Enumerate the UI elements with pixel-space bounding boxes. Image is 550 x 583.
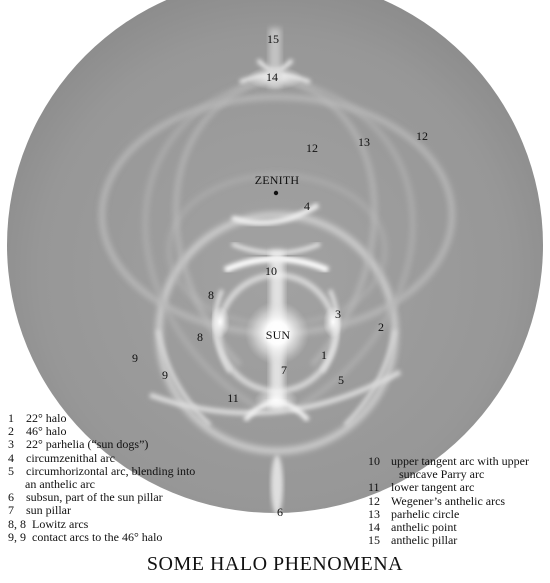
label-circumzenithal-arc-4: 4 (304, 199, 310, 213)
circumzenithal-arc (231, 202, 320, 226)
legend-left: 1 22° halo 2 46° halo 3 22° parhelia (“sun do… (8, 411, 196, 544)
label-contact-arc-9b: 9 (162, 368, 168, 382)
legend-item: 11 lower tangent arc (368, 481, 529, 494)
legend-item: 8, 8 Lowitz arcs (8, 516, 195, 531)
legend-text: 22° halo (26, 411, 67, 425)
lower-tangent-glow (254, 388, 298, 412)
legend-item: 10 upper tangent arc with upper (368, 454, 529, 468)
legend-item: 15 anthelic pillar (368, 534, 529, 547)
legend-text: contact arcs to the 46° halo (32, 529, 163, 544)
legend-key: 6 (8, 490, 14, 505)
contact-arc-right (343, 329, 397, 427)
label-lowitz-arc-8a: 8 (208, 288, 214, 302)
label-sun-pillar-7: 7 (281, 363, 287, 377)
legend-item: 3 22° parhelia (“sun dogs”) (8, 438, 195, 451)
anthelic-pillar (269, 28, 281, 88)
parhelion-left (210, 306, 230, 338)
label-anthelic-pillar-15: 15 (267, 32, 279, 46)
sun-glow (245, 301, 309, 365)
legend-item: 1 22° halo (8, 411, 195, 425)
label-halo-22-1: 1 (321, 348, 327, 362)
parhelion-right (323, 306, 343, 338)
legend-text: anthelic pillar (391, 533, 458, 548)
legend-key: 2 (8, 424, 14, 439)
legend-key: 1 (8, 411, 14, 425)
label-contact-arc-9a: 9 (132, 351, 138, 365)
zenith-label: ZENITH (254, 173, 300, 187)
legend-key: 3 (8, 437, 14, 452)
legend-item: 6 subsun, part of the sun pillar (8, 491, 195, 504)
wegener-arc-left (173, 75, 273, 367)
legend-item: 7 sun pillar (8, 504, 195, 517)
legend-item-continuation: suncave Parry arc (399, 467, 485, 482)
legend-text: circumzenithal arc (26, 450, 115, 465)
legend-key: 12 (368, 493, 380, 508)
label-wegener-arc-12a: 12 (306, 141, 318, 155)
label-parhelion-3: 3 (335, 307, 341, 321)
label-lowitz-arc-8b: 8 (197, 330, 203, 344)
label-wegener-arc-12b: 12 (416, 129, 428, 143)
contact-arc-left (156, 329, 212, 427)
sun-label: SUN (265, 328, 291, 342)
legend-key: 10 (368, 454, 380, 468)
legend-text: Wegener’s anthelic arcs (391, 493, 506, 508)
label-upper-tangent-arc-10: 10 (265, 264, 277, 278)
legend-text: 46° halo (26, 424, 67, 439)
legend-key: 8, 8 (8, 516, 26, 531)
label-lower-tangent-arc-11: 11 (227, 391, 239, 405)
legend-text: 22° parhelia (“sun dogs”) (26, 437, 149, 452)
label-halo-46-2: 2 (378, 320, 384, 334)
figure-title: SOME HALO PHENOMENA (146, 553, 404, 575)
legend-key: 4 (8, 450, 14, 465)
legend-item: 13 parhelic circle (368, 506, 529, 521)
legend-key: 13 (368, 506, 380, 521)
legend-text: Lowitz arcs (32, 516, 89, 531)
legend-text: circumhorizontal arc, blending into (26, 463, 196, 478)
legend-key: 15 (368, 533, 380, 548)
legend-text: upper tangent arc with upper (391, 454, 529, 468)
subsun (271, 455, 283, 515)
legend-key: 14 (368, 520, 380, 535)
label-circumhorizontal-arc-5: 5 (338, 373, 344, 387)
legend-item: 14 anthelic point (368, 520, 529, 535)
legend-item: 9, 9 contact arcs to the 46° halo (8, 529, 195, 544)
legend-text: lower tangent arc (391, 480, 475, 495)
legend-text: subsun, part of the sun pillar (26, 490, 163, 505)
anthelic-arc-left-outer (143, 75, 273, 413)
label-subsun-6: 6 (277, 505, 283, 519)
legend-item: 2 46° halo (8, 425, 195, 438)
zenith-point (273, 190, 279, 196)
legend-text: anthelic point (391, 520, 457, 535)
legend-text: parhelic circle (391, 506, 460, 521)
anthelic-arc-right-outer (279, 75, 416, 413)
label-parhelic-circle-13: 13 (358, 135, 370, 149)
legend-item: 4 circumzenithal arc (8, 450, 195, 465)
label-anthelic-point-14: 14 (266, 70, 278, 84)
legend-item: 5 circumhorizontal arc, blending into (8, 463, 196, 478)
legend-key: 5 (8, 463, 14, 478)
legend-item: 12 Wegener’s anthelic arcs (368, 493, 529, 508)
legend-text: sun pillar (26, 503, 71, 518)
legend-key: 9, 9 (8, 529, 26, 544)
legend-key: 7 (8, 503, 14, 518)
legend-key: 11 (368, 480, 380, 495)
legend-item-continuation: an anthelic arc (25, 477, 95, 492)
